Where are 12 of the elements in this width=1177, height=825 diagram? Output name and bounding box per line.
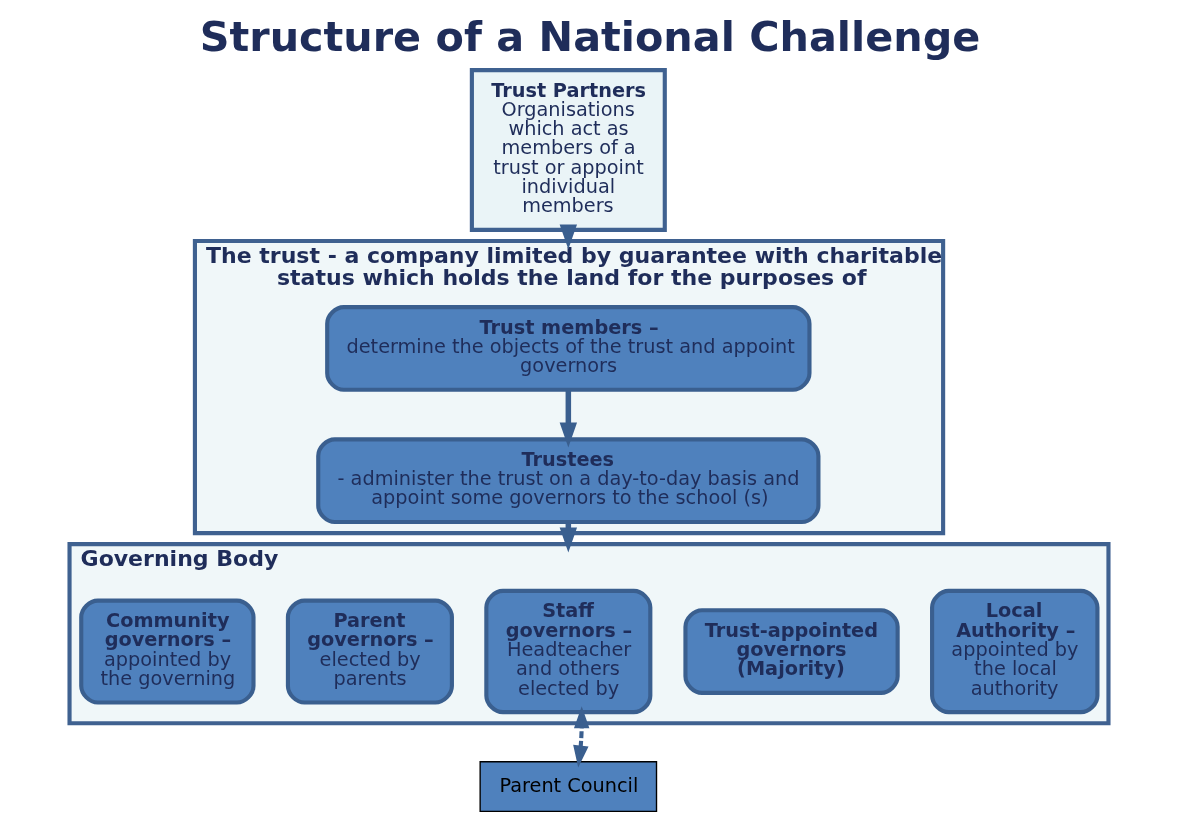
arrow [559, 390, 577, 448]
node-box: Trustees - administer the trust on a day-to-day basis and appoint some governors to the school (s) [315, 437, 820, 525]
arrow [559, 224, 577, 250]
arrow [572, 706, 589, 768]
diagram-title: Structure of a National Challenge [199, 12, 980, 61]
node-box: Local Authority – appointed by the local authority [929, 588, 1099, 715]
node-box: Parent Council [478, 761, 657, 813]
node-box: Staff governors – Headteacher and others elected by [483, 588, 652, 715]
node-box: Parent governors – elected by parents [285, 598, 454, 705]
node-box: Community governors – appointed by the governing [78, 598, 256, 705]
node-box: Trust members – determine the objects of the trust and appoint governors [324, 305, 812, 392]
node-box: Trust-appointed governors (Majority) [682, 608, 900, 695]
